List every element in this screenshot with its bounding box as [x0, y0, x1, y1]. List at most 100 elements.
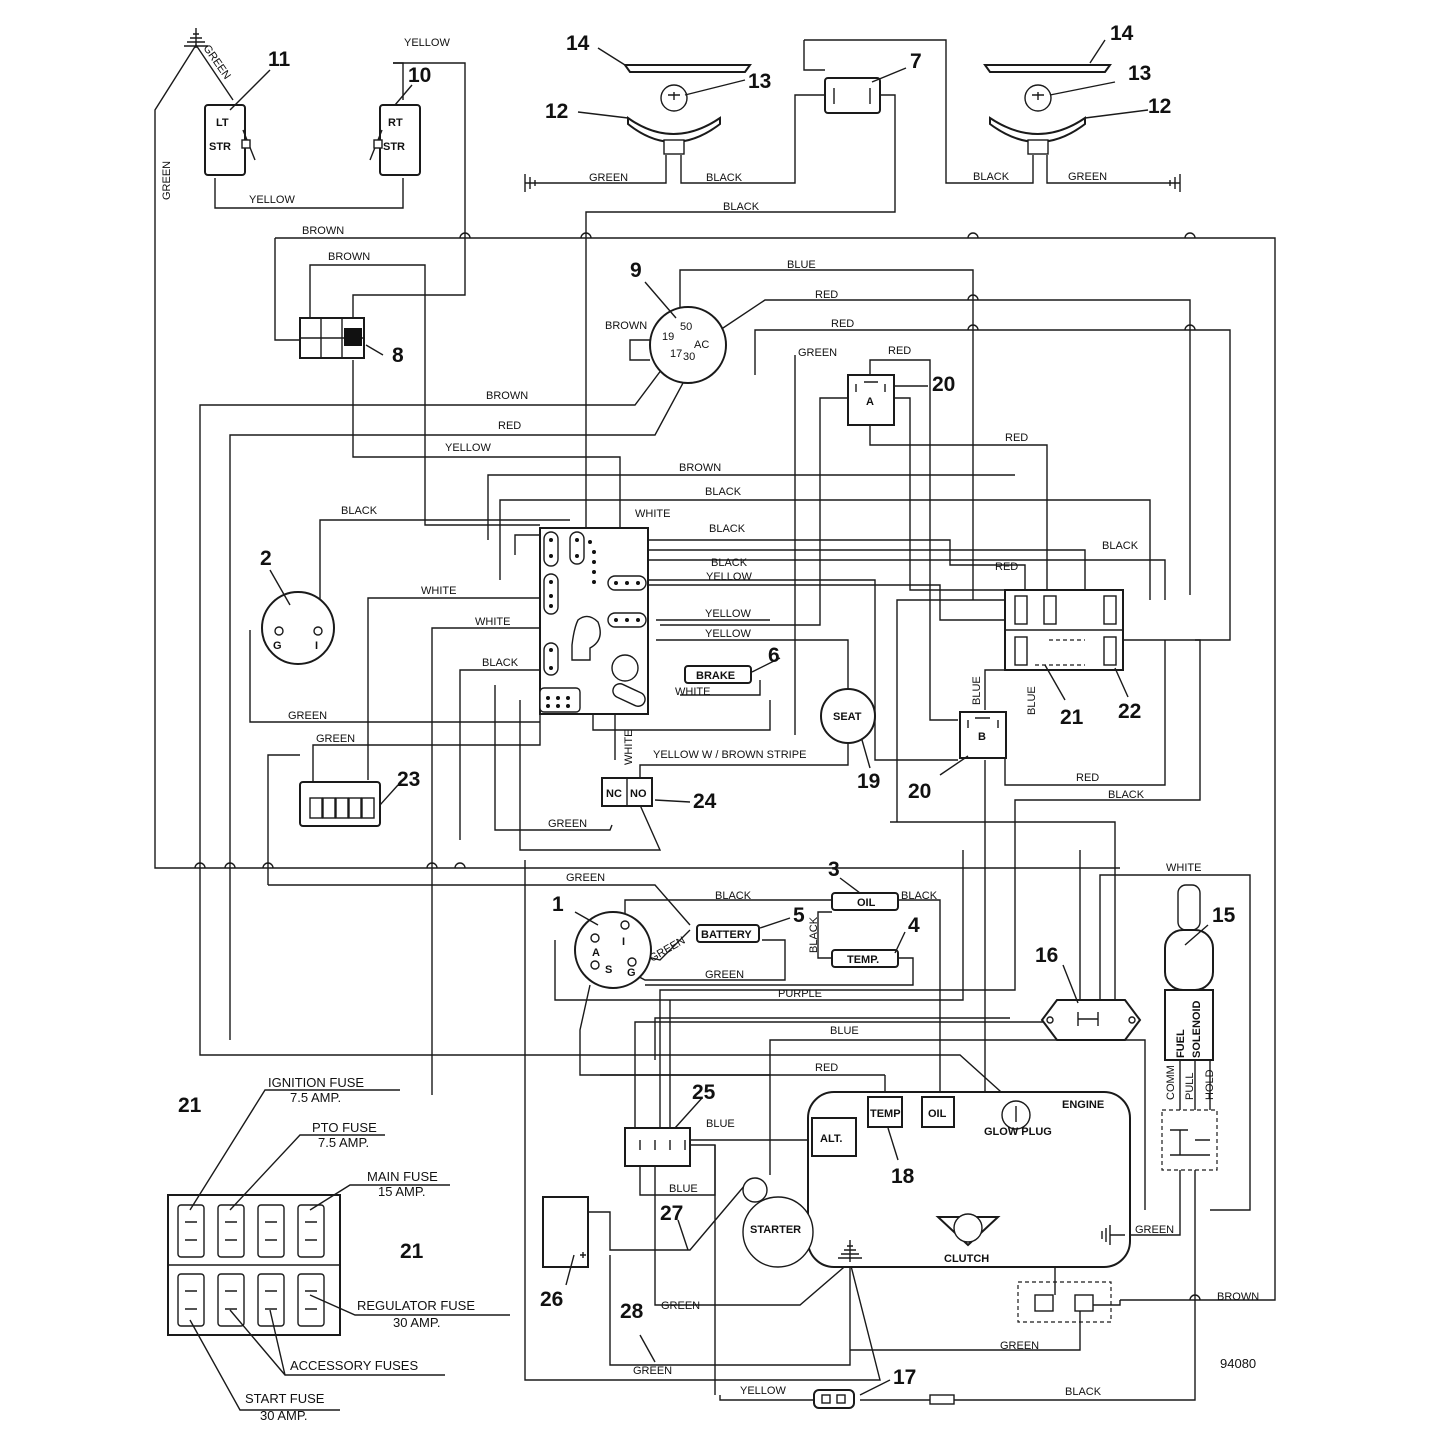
start-fuse-label: START FUSE	[245, 1391, 325, 1406]
lt-label: LT	[216, 117, 229, 129]
brake-switch[interactable]: BRAKE	[684, 665, 752, 684]
fuse-block-right	[1004, 589, 1124, 671]
wire-label: YELLOW	[705, 608, 751, 620]
ignition-fuse-label: IGNITION FUSE	[268, 1075, 364, 1090]
wire-label: BLUE	[706, 1118, 735, 1130]
seat-switch[interactable]: SEAT	[820, 688, 876, 744]
wire-label: BROWN	[1217, 1291, 1259, 1303]
fuse-block-left	[167, 1089, 510, 1411]
wire-label: BROWN	[605, 320, 647, 332]
oil-indicator-label: OIL	[857, 897, 876, 909]
key-switch[interactable]: A S I G	[574, 911, 652, 989]
temp-indicator: TEMP.	[831, 949, 899, 968]
wire-label: BROWN	[302, 225, 344, 237]
headlamp-right	[989, 84, 1086, 155]
callout-10: 10	[408, 64, 431, 87]
wire-label: WHITE	[623, 730, 635, 765]
callout-16: 16	[1035, 944, 1058, 967]
clutch-relay	[1017, 1281, 1112, 1323]
temp-sender-label: TEMP	[870, 1108, 901, 1120]
start-fuse-amp: 30 AMP.	[260, 1408, 307, 1423]
callout-1: 1	[552, 893, 564, 916]
wire-label: BROWN	[328, 251, 370, 263]
ground-symbol-top	[184, 28, 208, 48]
ignition-switch-9[interactable]: 19 50 17 30 AC	[649, 306, 727, 384]
callout-14-right: 14	[1110, 22, 1134, 45]
connector-8	[299, 317, 365, 359]
sw-19-label: 19	[662, 331, 674, 343]
rt-label: RT	[388, 117, 403, 129]
wire-label: GREEN	[661, 1300, 700, 1312]
key-a-label: A	[592, 947, 600, 959]
wire-label: YELLOW	[705, 628, 751, 640]
wire-label: WHITE	[1166, 862, 1201, 874]
wire-label: YELLOW	[740, 1385, 786, 1397]
battery	[542, 1196, 589, 1268]
callout-8: 8	[392, 344, 404, 367]
sw-30-label: 30	[683, 351, 695, 363]
wire-label: BLACK	[1102, 540, 1139, 552]
wire-label: BLACK	[715, 890, 752, 902]
pull-label: PULL	[1184, 1072, 1196, 1100]
battery-indicator: BATTERY	[696, 924, 760, 943]
wire-label: BROWN	[679, 462, 721, 474]
fuel-solenoid: FUEL SOLENOID COMM PULL HOLD	[1161, 884, 1218, 1171]
callout-22: 22	[1118, 700, 1141, 723]
left-turn-strobe: LT STR	[204, 104, 256, 176]
wire-label: YELLOW	[445, 442, 491, 454]
alternator: ALT.	[811, 1117, 857, 1157]
control-module	[539, 527, 649, 715]
pto-i-label: I	[315, 640, 318, 652]
wire-label: GREEN	[1000, 1340, 1039, 1352]
wire-label: GREEN	[648, 935, 688, 965]
wire-label: GREEN	[589, 172, 628, 184]
wire-label: BLACK	[1108, 789, 1145, 801]
callout-19: 19	[857, 770, 880, 793]
wire-label: BLUE	[787, 259, 816, 271]
seat-label: SEAT	[833, 711, 862, 723]
callout-21-fuse-bottom: 21	[400, 1240, 424, 1263]
wire-label: GREEN	[161, 161, 173, 200]
wire-label: GREEN	[548, 818, 587, 830]
wire-label: GREEN	[316, 733, 355, 745]
callout-15: 15	[1212, 904, 1236, 927]
relay-b-label: B	[978, 731, 986, 743]
pto-switch[interactable]: G I	[261, 591, 335, 665]
callout-5: 5	[793, 904, 805, 927]
light-switch[interactable]	[824, 77, 881, 114]
callout-20-bottom: 20	[908, 780, 931, 803]
wire-label: YELLOW	[249, 194, 295, 206]
wiring	[154, 39, 1276, 1401]
oil-indicator: OIL	[831, 892, 899, 911]
wire-label: BLACK	[482, 657, 519, 669]
callout-12-right: 12	[1148, 95, 1171, 118]
wire-label: BLACK	[705, 486, 742, 498]
wire-label: GREEN	[1068, 171, 1107, 183]
ground-symbol-right	[1169, 174, 1181, 192]
callout-17: 17	[893, 1366, 916, 1389]
sw-50-label: 50	[680, 321, 692, 333]
glow-plug: GLOW PLUG	[984, 1100, 1052, 1138]
ignition-fuse-amp: 7.5 AMP.	[290, 1090, 341, 1105]
pto-fuse-amp: 7.5 AMP.	[318, 1135, 369, 1150]
callout-18: 18	[891, 1165, 915, 1188]
oil-sender-label: OIL	[928, 1108, 947, 1120]
sw-17-label: 17	[670, 348, 682, 360]
callout-13-right: 13	[1128, 62, 1151, 85]
callout-14-left: 14	[566, 32, 590, 55]
wire-label: RED	[498, 420, 521, 432]
clutch: CLUTCH	[935, 1213, 1001, 1265]
wire-label: GREEN	[1135, 1224, 1174, 1236]
callout-12-left: 12	[545, 100, 568, 123]
wire-label: BROWN	[486, 390, 528, 402]
callout-9: 9	[630, 259, 642, 282]
wire-label: RED	[888, 345, 911, 357]
callout-6: 6	[768, 644, 780, 667]
nc-no-switch[interactable]: NC NO	[601, 777, 653, 807]
engine: ENGINE	[807, 1091, 1131, 1268]
regulator-fuse-label: REGULATOR FUSE	[357, 1298, 475, 1313]
glow-plug-label: GLOW PLUG	[984, 1126, 1052, 1138]
wire-label: BLUE	[830, 1025, 859, 1037]
callout-4: 4	[908, 914, 920, 937]
